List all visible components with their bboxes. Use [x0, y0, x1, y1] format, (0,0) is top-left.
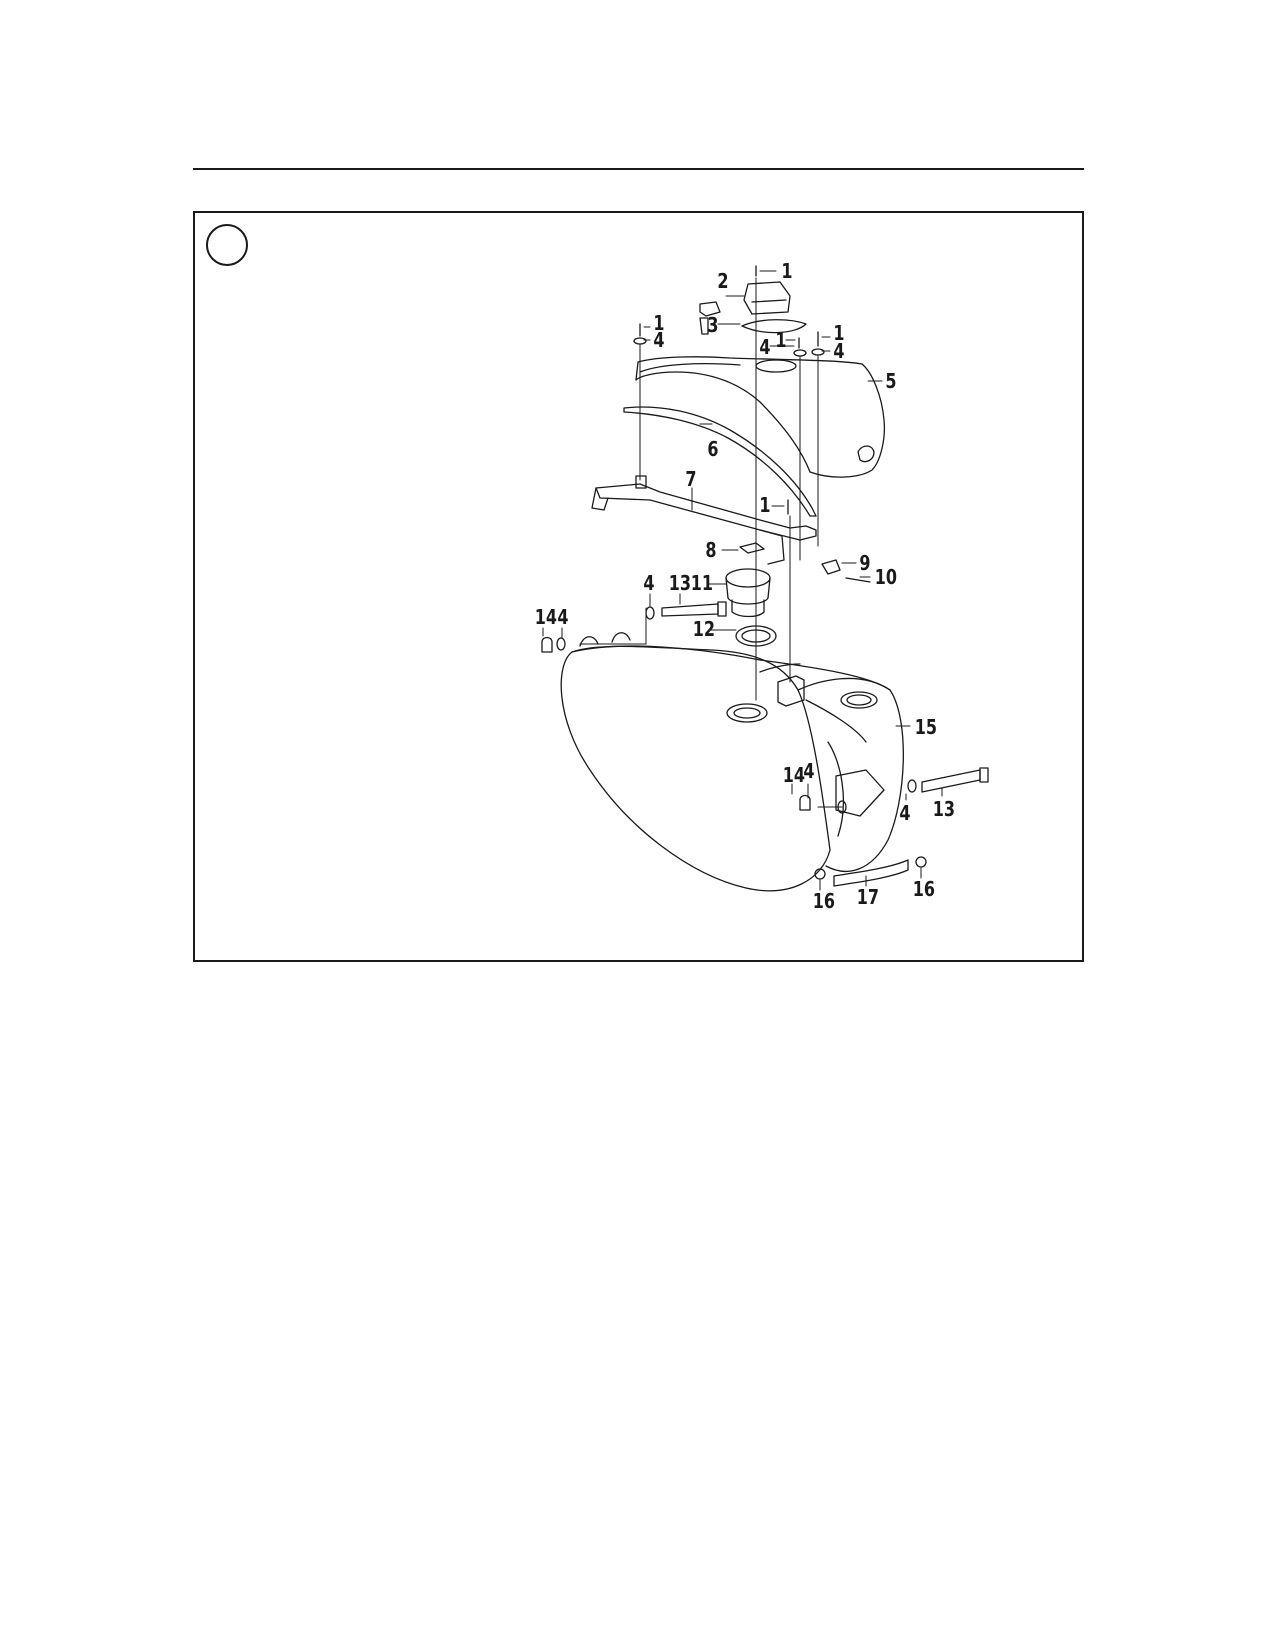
callout-4: 4 — [759, 336, 770, 359]
callout-13: 13 — [933, 798, 955, 821]
front-mount-tabs — [579, 632, 631, 647]
callout-3: 3 — [707, 314, 718, 337]
console-filler-hole — [755, 359, 797, 373]
callout-16: 16 — [813, 890, 835, 913]
console-flange — [639, 363, 741, 373]
assembly-lines — [579, 277, 843, 808]
fuel-tank-mount-block — [777, 675, 805, 707]
callout-4: 4 — [899, 802, 910, 825]
fuel-tank-drawing — [560, 645, 904, 892]
figure-marker-circle — [206, 224, 248, 266]
callout-1: 1 — [653, 312, 664, 335]
callout-6: 6 — [707, 438, 718, 461]
trim-strip-drawing — [623, 406, 817, 517]
fuel-tank-top — [571, 645, 891, 691]
callout-13: 13 — [669, 572, 691, 595]
console-key-slot — [857, 445, 875, 463]
callout-5: 5 — [885, 370, 896, 393]
leader-lines — [542, 270, 943, 891]
fuel-tank-filler-neck — [726, 703, 768, 723]
tank-console-drawing — [635, 356, 886, 478]
callout-4: 4 — [643, 572, 654, 595]
callout-10: 10 — [875, 566, 897, 589]
callout-16: 16 — [913, 878, 935, 901]
fuel-tank-rear-mount — [835, 769, 885, 817]
callout-8: 8 — [705, 539, 716, 562]
fuel-tank-tunnel — [805, 699, 867, 743]
callout-1: 1 — [781, 260, 792, 283]
retainer-drawing — [821, 559, 841, 575]
seal-drawing — [741, 319, 807, 334]
callout-1: 1 — [833, 322, 844, 345]
fuel-hose-drawing — [833, 859, 909, 887]
lock-assembly-drawing — [699, 281, 791, 335]
bolt-drawings — [661, 601, 989, 793]
fuel-tank-gauge-boss — [840, 691, 878, 709]
fuel-cap-drawing — [725, 568, 771, 618]
pin-drawing — [845, 577, 871, 583]
callout-7: 7 — [685, 468, 696, 491]
callout-4: 4 — [833, 340, 844, 363]
callout-2: 2 — [717, 270, 728, 293]
fuel-tank-left-shell — [560, 645, 831, 892]
callout-17: 17 — [857, 886, 879, 909]
callout-4: 4 — [803, 760, 814, 783]
callout-1: 1 — [775, 329, 786, 352]
console-body — [635, 356, 886, 478]
hose-clamp-drawings — [814, 856, 927, 880]
callout-11: 11 — [691, 572, 713, 595]
callout-12: 12 — [693, 618, 715, 641]
header-rule — [193, 168, 1084, 170]
callout-15: 15 — [915, 716, 937, 739]
clip-drawing — [739, 542, 765, 554]
callout-1: 1 — [759, 494, 770, 517]
mounting-bracket-drawing — [591, 475, 817, 565]
callout-14: 14 — [535, 606, 557, 629]
callout-14: 14 — [783, 764, 805, 787]
callout-labels: 1 2 3 1 4 1 1 4 4 5 6 7 1 8 9 10 4 13 11… — [535, 260, 955, 913]
figure-frame — [193, 211, 1084, 962]
callout-4: 4 — [557, 606, 568, 629]
callout-4: 4 — [653, 329, 664, 352]
fuel-tank-right-shell — [797, 677, 904, 872]
callout-9: 9 — [859, 552, 870, 575]
fuel-tank-tunnel-lower — [827, 741, 844, 837]
screw-drawings — [639, 265, 819, 515]
